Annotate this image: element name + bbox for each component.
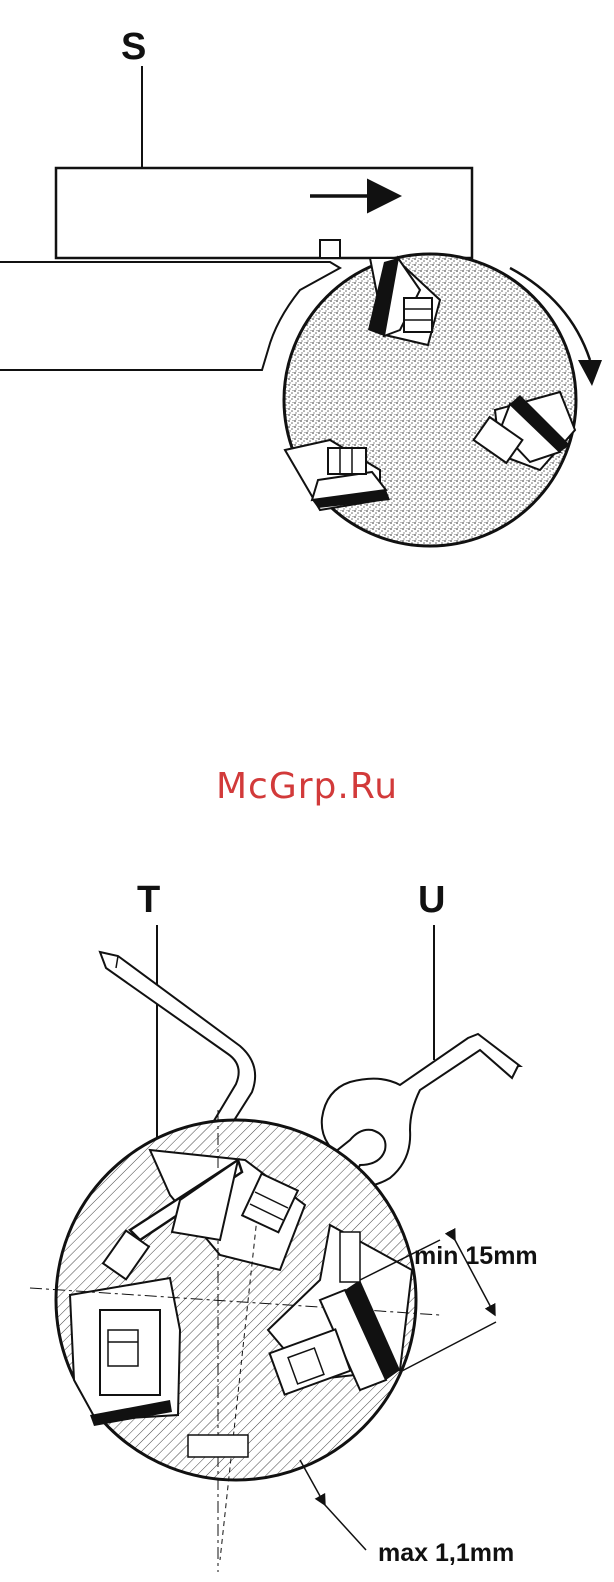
guard-block xyxy=(320,240,340,258)
label-u: U xyxy=(418,881,445,919)
rotation-arrow-head xyxy=(578,360,602,386)
dimension-label-min: min 15mm xyxy=(414,1244,538,1269)
dimension-label-max: max 1,1mm xyxy=(378,1541,514,1566)
label-s: S xyxy=(121,28,146,66)
knife-adjustment-drawing xyxy=(0,860,614,1582)
planer-cutter-diagram: S xyxy=(0,0,614,560)
label-t: T xyxy=(137,881,160,919)
watermark: McGrp.Ru xyxy=(0,766,614,807)
infeed-table xyxy=(0,262,340,370)
workpiece xyxy=(56,168,472,258)
planer-cutter-drawing xyxy=(0,0,614,560)
dimension-max-protrusion xyxy=(300,1460,366,1550)
knife-adjustment-diagram: T U min 15mm max 1,1mm xyxy=(0,860,614,1582)
